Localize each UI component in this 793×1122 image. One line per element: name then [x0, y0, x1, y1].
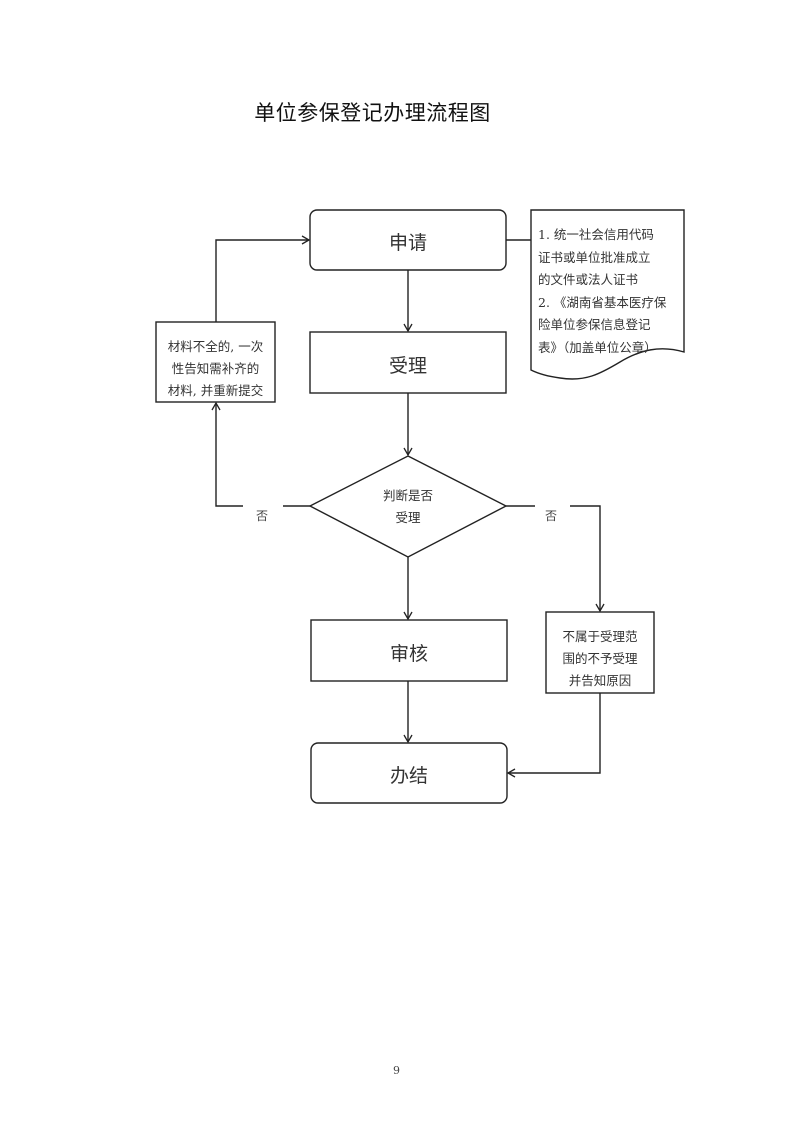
accept-label: 受理	[388, 355, 427, 377]
note-line-3: 的文件或法人证书	[538, 272, 639, 287]
apply-label: 申请	[388, 232, 427, 254]
incomplete-materials-label: 材料不全的, 一次 性告知需补齐的 材料, 并重新提交	[156, 336, 275, 402]
edge-label-left-no: 否	[256, 509, 269, 523]
edge-label-right-no: 否	[545, 509, 558, 523]
incomplete-line2: 性告知需补齐的	[171, 361, 260, 376]
reject-line2: 围的不予受理	[562, 651, 638, 666]
complete-label: 办结	[389, 765, 428, 787]
review-label: 审核	[389, 643, 428, 665]
incomplete-line1: 材料不全的, 一次	[167, 339, 264, 354]
decision-label: 判断是否 受理	[330, 485, 486, 529]
page-number: 9	[393, 1064, 400, 1077]
note-line-6: 表》（加盖单位公章）	[538, 339, 657, 355]
note-line-4: 2. 《湖南省基本医疗保	[538, 294, 667, 310]
materials-document-node	[530, 209, 685, 380]
page-title: 单位参保登记办理流程图	[254, 101, 491, 125]
materials-note: 1. 统一社会信用代码 证书或单位批准成立 的文件或法人证书 2. 《湖南省基本…	[538, 224, 688, 359]
reject-line3: 并告知原因	[568, 673, 632, 688]
decision-label-line2: 受理	[395, 510, 421, 525]
note-line-1: 1. 统一社会信用代码	[538, 227, 654, 242]
edge-incomplete-apply	[215, 235, 311, 322]
edge-reject-complete	[506, 693, 601, 778]
reject-label: 不属于受理范 围的不予受理 并告知原因	[546, 626, 654, 692]
decision-label-line1: 判断是否	[382, 488, 433, 503]
incomplete-line3: 材料, 并重新提交	[167, 383, 264, 398]
edge-decision-reject-2	[570, 505, 605, 613]
reject-line1: 不属于受理范	[562, 629, 638, 644]
note-line-5: 险单位参保信息登记	[538, 317, 651, 332]
note-line-2: 证书或单位批准成立	[538, 249, 651, 265]
edge-decision-incomplete-2	[211, 401, 243, 507]
